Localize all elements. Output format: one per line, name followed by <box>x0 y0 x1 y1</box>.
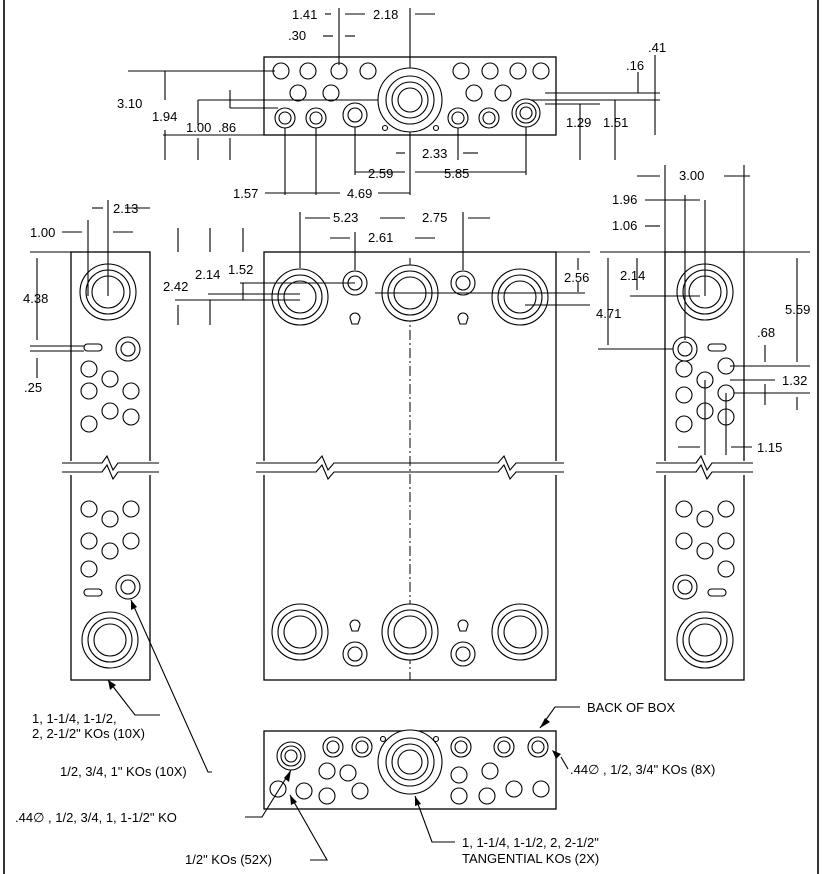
callout-tangential-line2: TANGENTIAL KOs (2X) <box>462 851 599 866</box>
front-view: 5.23 2.75 2.61 2.42 2.14 1.52 2.56 <box>163 210 590 681</box>
dim-2-56: 2.56 <box>564 270 589 285</box>
top-concentric-kos <box>274 98 541 129</box>
dim-1-57: 1.57 <box>233 186 258 201</box>
callout-half-kos: 1/2" KOs (52X) <box>185 852 272 867</box>
dim-1-96: 1.96 <box>612 192 637 207</box>
callout-kos-440-8x: .44∅ , 1/2, 3/4" KOs (8X) <box>570 762 715 777</box>
dim-1-41: 1.41 <box>292 7 317 22</box>
dim-1-06: 1.06 <box>612 218 637 233</box>
callout-large-kos-line1: 1, 1-1/4, 1-1/2, <box>32 711 117 726</box>
front-keyhole-top-left <box>349 312 361 325</box>
leader-tangential <box>414 795 455 843</box>
callout-tangential-line1: 1, 1-1/4, 1-1/2, 2, 2-1/2" <box>462 835 599 850</box>
dim-2-14-right: 2.14 <box>620 268 645 283</box>
dim-4-38: 4.38 <box>23 291 48 306</box>
dim-86: .86 <box>218 120 236 135</box>
leader-small-kos <box>130 599 212 773</box>
dim-1-51: 1.51 <box>603 115 628 130</box>
dim-5-23: 5.23 <box>333 210 358 225</box>
front-keyhole-bottom-right <box>457 619 469 632</box>
leader-back-of-box <box>539 706 580 729</box>
dim-1-29: 1.29 <box>566 115 591 130</box>
leader-half-kos <box>289 794 328 861</box>
dim-2-61: 2.61 <box>368 230 393 245</box>
top-view: 1.41 2.18 .30 .41 .16 3.10 1.94 1.00 .86… <box>117 7 666 201</box>
dim-1-52: 1.52 <box>228 262 253 277</box>
right-break-line-top <box>656 454 753 472</box>
dim-1-94: 1.94 <box>152 109 177 124</box>
left-side-view: 2.13 1.00 4.38 .25 <box>23 200 159 681</box>
top-half-kos <box>272 62 550 102</box>
left-side-kos <box>79 263 141 669</box>
front-break-line-top <box>256 454 564 472</box>
leader-kos-440-single <box>245 769 292 818</box>
callout-leaders <box>107 599 580 861</box>
dim-5-85: 5.85 <box>444 166 469 181</box>
dim-4-69: 4.69 <box>347 186 372 201</box>
dim-4-71: 4.71 <box>596 306 621 321</box>
dim-2-59: 2.59 <box>368 166 393 181</box>
dim-2-42: 2.42 <box>163 279 188 294</box>
callout-large-kos-line2: 2, 2-1/2" KOs (10X) <box>32 726 145 741</box>
dim-2-33: 2.33 <box>422 146 447 161</box>
top-view-dimension-lines <box>128 8 660 195</box>
right-side-view: 3.00 1.96 1.06 2.14 4.71 5.59 .68 1.32 1… <box>596 165 810 681</box>
dim-2-13: 2.13 <box>113 201 138 216</box>
dim-16: .16 <box>626 58 644 73</box>
front-keyhole-bottom-left <box>349 619 361 632</box>
dim-1-00-left: 1.00 <box>30 225 55 240</box>
callout-kos-440-single: .44∅ , 1/2, 3/4, 1, 1-1/2" KO <box>15 810 177 825</box>
dim-2-75: 2.75 <box>422 210 447 225</box>
back-view-kos <box>269 729 550 805</box>
dim-2-14: 2.14 <box>195 267 220 282</box>
front-keyhole-top-right <box>457 312 469 325</box>
front-break-line-bottom <box>256 463 564 481</box>
leader-large-kos <box>107 679 160 716</box>
callout-small-kos: 1/2, 3/4, 1" KOs (10X) <box>60 764 187 779</box>
dim-2-18: 2.18 <box>373 7 398 22</box>
right-side-dimension-lines <box>598 165 810 455</box>
front-bottom-kos <box>271 603 549 667</box>
dim-3-00: 3.00 <box>679 168 704 183</box>
dim-3-10: 3.10 <box>117 96 142 111</box>
dim-30: .30 <box>288 28 306 43</box>
dim-41: .41 <box>648 40 666 55</box>
left-break-line-bottom <box>62 463 159 481</box>
left-break-line-top <box>62 454 159 472</box>
top-tangential-ko <box>377 67 443 133</box>
leader-kos-440-8x <box>560 756 569 770</box>
front-view-dimension-lines <box>175 212 590 325</box>
dim-25: .25 <box>24 380 42 395</box>
back-of-box-view <box>263 729 557 810</box>
dim-5-59: 5.59 <box>785 302 810 317</box>
left-side-dimension-lines <box>30 200 150 378</box>
dim-1-15: 1.15 <box>757 440 782 455</box>
dim-68: .68 <box>757 325 775 340</box>
dim-1-00: 1.00 <box>186 120 211 135</box>
front-top-kos <box>271 264 549 326</box>
right-break-line-bottom <box>656 463 753 481</box>
dim-1-32: 1.32 <box>782 373 807 388</box>
callout-back-of-box: BACK OF BOX <box>587 700 675 715</box>
